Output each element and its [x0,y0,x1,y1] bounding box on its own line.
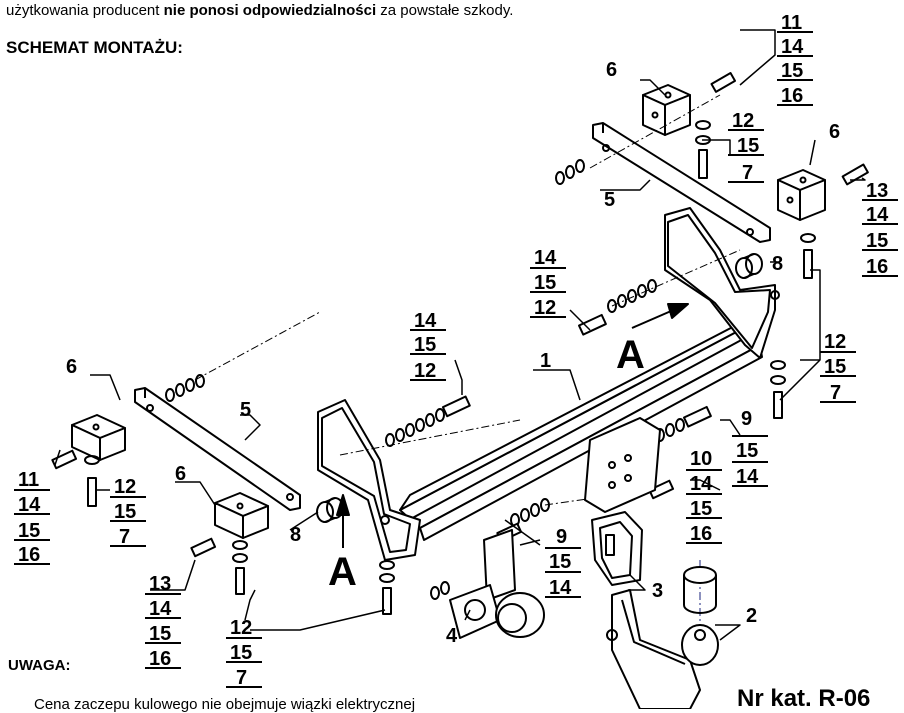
view-arrow-upper [631,303,689,329]
label-11-left: 11 [18,469,39,491]
label-16-lower: 16 [690,523,712,545]
label-6-left: 6 [66,356,77,378]
label-14-left-2: 14 [18,494,41,516]
right-mounting-plate [664,207,780,359]
label-15-center: 15 [549,551,571,573]
label-14-left-3: 14 [149,598,172,620]
left-mounting-plate [317,399,421,561]
label-12-middle: 12 [534,297,556,319]
label-14-left: 14 [414,310,437,332]
label-11-top: 11 [781,12,802,34]
label-7-right: 7 [830,382,841,404]
label-15-left: 15 [414,334,436,356]
label-15-right-2: 15 [824,356,846,378]
label-6-right: 6 [829,121,840,143]
label-12-left-2: 12 [114,476,136,498]
nut-stack-1 [165,374,205,402]
label-1: 1 [540,350,551,372]
nut-stack-6 [510,498,550,527]
schema-title: SCHEMAT MONTAŻU: [6,38,183,57]
tow-ball-cap [683,566,717,614]
label-15-middle: 15 [534,272,556,294]
catalog-number: Nr kat. R-06 [737,685,871,712]
label-14-center: 14 [549,577,572,599]
disclaimer-text-2: za powstałe szkody. [376,2,514,19]
label-16-top: 16 [781,85,803,107]
label-9-right: 9 [741,408,752,430]
label-12-upper: 12 [732,110,754,132]
angle-bracket-lower-left [71,414,126,461]
spacer-sleeve-left [316,497,344,523]
electrical-socket [430,529,545,639]
spacer-sleeve-right [735,253,763,279]
label-7-bottom: 7 [236,667,247,689]
angle-bracket-lower-middle [214,492,269,539]
left-side-bar [134,387,301,511]
leader-lines [54,29,866,641]
label-6-upper: 6 [606,59,617,81]
label-14-top: 14 [781,36,804,58]
nut-stack-2 [385,395,471,447]
label-3: 3 [652,580,663,602]
label-7-upper: 7 [742,162,753,184]
nut-stack-4 [578,279,657,336]
label-15-lower: 15 [690,498,712,520]
angle-bracket-upper-right [777,169,826,221]
label-4: 4 [446,625,458,647]
view-marker-upper: A [616,333,645,377]
disclaimer-bold-text: nie ponosi odpowiedzialności [163,2,377,19]
label-12-bottom: 12 [230,617,252,639]
label-10: 10 [690,448,712,470]
label-14-middle: 14 [534,247,557,269]
upper-side-bar [592,122,771,243]
label-16-right: 16 [866,256,888,278]
label-8-left: 8 [290,524,301,546]
label-14-right-3: 14 [736,466,759,488]
view-arrow-lower [336,494,350,548]
label-15-upper: 15 [737,135,759,157]
label-15-left-3: 15 [114,501,136,523]
label-12-right: 12 [824,331,846,353]
crossbar-center-plate [584,417,661,513]
label-15-right-3: 15 [736,440,758,462]
label-14-right: 14 [866,204,889,226]
label-9-center: 9 [556,526,567,548]
label-5-upper: 5 [604,189,615,211]
label-15-bottom: 15 [230,642,252,664]
nut-stack-3 [555,159,585,185]
label-2: 2 [746,605,757,627]
label-15-left-4: 15 [149,623,171,645]
label-16-left-3: 16 [149,648,171,670]
label-13-left: 13 [149,573,171,595]
label-5-lower: 5 [240,399,251,421]
label-12-left: 12 [414,360,436,382]
label-16-left-2: 16 [18,544,40,566]
label-15-top: 15 [781,60,803,82]
angle-bracket-upper-left [642,84,691,136]
tow-ball-neck [606,589,719,709]
label-13-right: 13 [866,180,888,202]
label-15-left-2: 15 [18,520,40,542]
vertical-bolt-group [84,120,816,615]
label-14-lower: 14 [690,473,713,495]
label-15-right: 15 [866,230,888,252]
header-disclaimer-line: użytkowania producent nie ponosi odpowie… [6,2,513,19]
disclaimer-text-1: użytkowania producent [6,2,164,19]
label-rules [14,31,898,688]
ball-mount-bracket [591,511,643,586]
view-marker-lower: A [328,550,357,594]
note-title: UWAGA: [8,657,71,674]
label-7-left: 7 [119,526,130,548]
label-6-middle: 6 [175,463,186,485]
label-8-right: 8 [772,253,783,275]
